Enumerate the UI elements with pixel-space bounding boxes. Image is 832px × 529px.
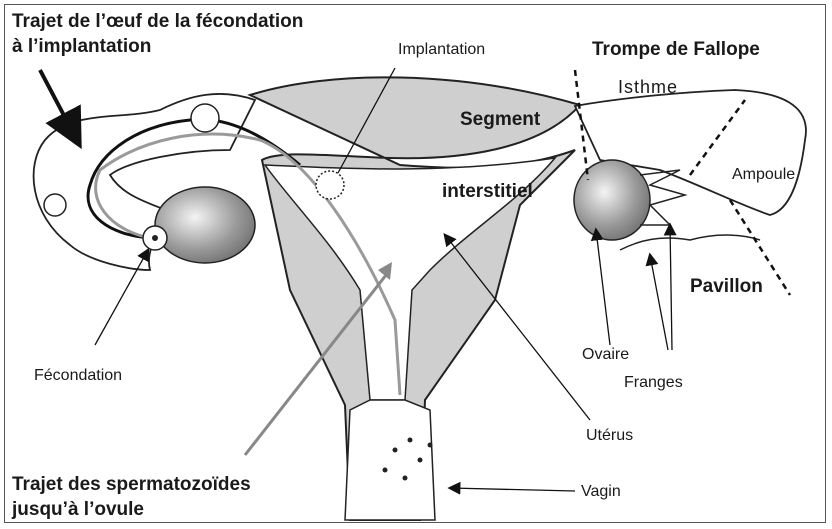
sperm-title-line-1: Trajet des spermatozoïdes: [12, 475, 251, 494]
left-ovary: [155, 187, 255, 263]
line-vagin: [450, 488, 575, 491]
line-franges-2: [670, 225, 672, 350]
sperm-title-line-2: jusqu’à l’ovule: [12, 500, 144, 519]
label-franges: Franges: [624, 375, 683, 391]
line-ovaire: [596, 230, 610, 345]
label-uterus: Utérus: [586, 428, 633, 444]
label-trompe-de-fallope: Trompe de Fallope: [592, 40, 760, 59]
title-line-2: à l’implantation: [12, 37, 151, 56]
morula-cell: [44, 194, 66, 216]
label-ampoule: Ampoule: [732, 167, 795, 183]
implantation-cell: [316, 171, 344, 199]
right-ovary: [574, 160, 650, 240]
line-franges-1: [650, 255, 668, 350]
label-interstitiel: interstitiel: [442, 182, 533, 201]
title-line-1: Trajet de l’œuf de la fécondation: [12, 12, 303, 31]
label-ovaire: Ovaire: [582, 347, 629, 363]
label-vagin: Vagin: [581, 484, 621, 500]
label-implantation: Implantation: [398, 42, 485, 58]
label-fecondation: Fécondation: [34, 368, 122, 384]
blastocyst-cell: [191, 104, 219, 132]
label-pavillon: Pavillon: [690, 277, 763, 296]
label-segment: Segment: [460, 110, 540, 129]
label-isthme: Isthme: [618, 78, 678, 96]
